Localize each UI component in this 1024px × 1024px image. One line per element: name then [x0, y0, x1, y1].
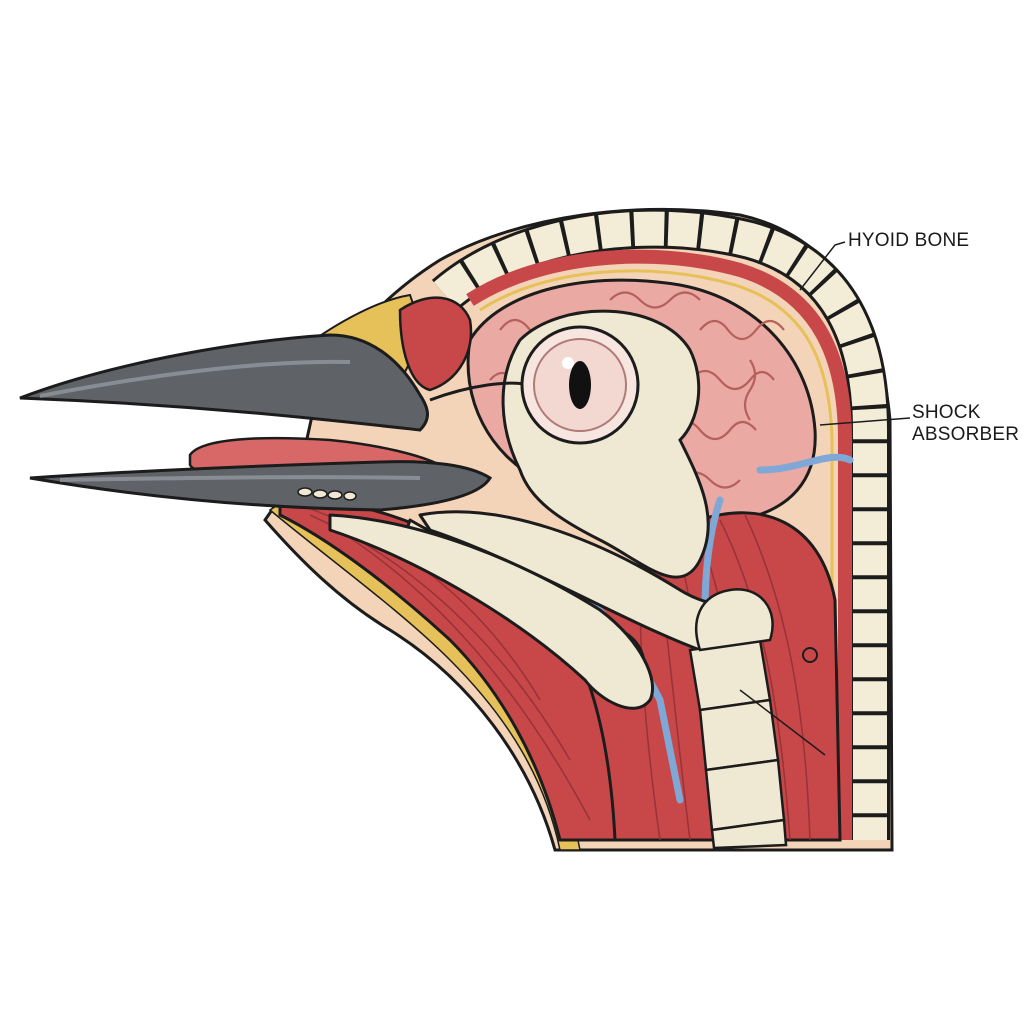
- vertebra-leader-line: [739, 689, 826, 756]
- vertebrae: [688, 588, 788, 850]
- shock-absorber-label-line2: ABSORBER: [912, 424, 1020, 445]
- shock-absorber-leader-line: [819, 417, 911, 426]
- lower-beak: [29, 460, 493, 512]
- beak-base-ossicles: [297, 487, 357, 501]
- shock-absorber-label-line1: SHOCK: [912, 402, 981, 423]
- upper-beak: [19, 333, 429, 432]
- nerve-node: [802, 647, 818, 663]
- hyoid-apparatus: [328, 510, 762, 710]
- hyoid-bone-label: HYOID BONE: [848, 230, 970, 251]
- pupil: [569, 361, 591, 409]
- hyoid-leader-line: [799, 241, 846, 291]
- shock-absorber-label: SHOCK ABSORBER: [912, 402, 1019, 446]
- skull-lining: [466, 249, 852, 840]
